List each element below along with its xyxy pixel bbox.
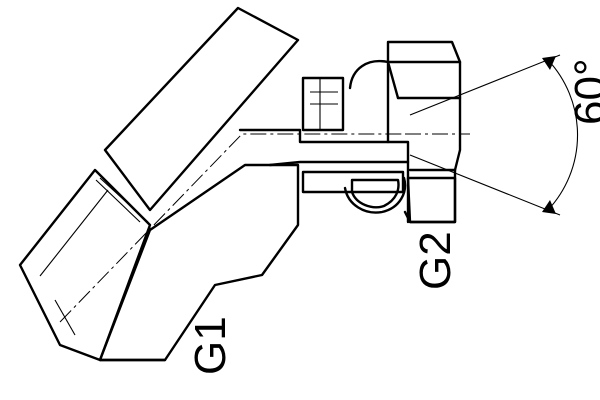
arrow-head-bottom [542, 200, 556, 214]
arrow-head-top [542, 56, 556, 70]
angle-dimension [409, 54, 578, 216]
stud-g1 [18, 168, 152, 362]
label-g1: G1 [186, 316, 235, 375]
center-lines [59, 133, 470, 323]
ball-sleeve [343, 176, 407, 214]
connection-stub [301, 76, 345, 132]
label-g2: G2 [411, 231, 460, 290]
body-section [98, 163, 300, 362]
body-upper-block [103, 6, 300, 212]
label-angle: 60° [566, 58, 600, 125]
nut-g2 [348, 40, 462, 224]
bore-tube [238, 128, 410, 194]
